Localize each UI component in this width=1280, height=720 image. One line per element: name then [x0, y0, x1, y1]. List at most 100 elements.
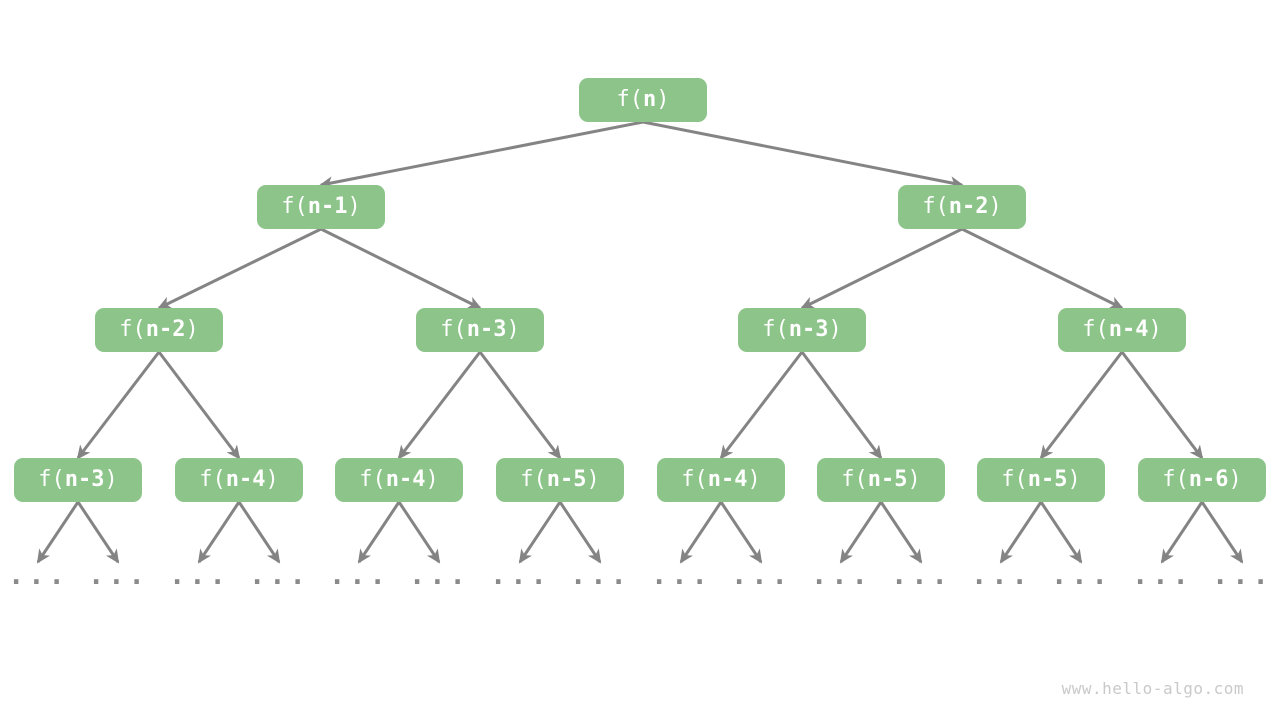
ellipsis: ...: [169, 560, 230, 591]
tree-node: f(n-5): [977, 458, 1105, 502]
tree-edge-arrow: [357, 501, 401, 564]
tree-node: f(n-2): [95, 308, 223, 352]
tree-node: f(n-5): [817, 458, 945, 502]
tree-node: f(n-3): [738, 308, 866, 352]
tree-node: f(n-6): [1138, 458, 1266, 502]
node-label-argument: n-3: [64, 467, 105, 492]
tree-edge-arrow: [1160, 501, 1204, 564]
node-label-suffix: ): [265, 467, 279, 492]
node-label-suffix: ): [1067, 467, 1081, 492]
node-label-argument: n-4: [385, 467, 426, 492]
node-label-prefix: f(: [762, 317, 789, 342]
tree-edge-arrow: [397, 501, 441, 564]
node-label-prefix: f(: [1082, 317, 1109, 342]
node-label-argument: n-4: [1108, 317, 1149, 342]
tree-edge-arrow: [800, 351, 883, 460]
node-label-prefix: f(: [199, 467, 226, 492]
node-label-prefix: f(: [681, 467, 708, 492]
node-label-argument: n-2: [948, 194, 989, 219]
ellipsis: ...: [1132, 560, 1193, 591]
node-label-suffix: ): [907, 467, 921, 492]
tree-edge-arrow: [157, 227, 322, 310]
tree-edge-arrow: [800, 227, 963, 310]
node-label-argument: n-5: [546, 467, 587, 492]
node-label-argument: n-1: [307, 194, 348, 219]
tree-edge-arrow: [719, 351, 804, 460]
node-label-prefix: f(: [440, 317, 467, 342]
tree-edge-arrow: [237, 501, 281, 564]
node-label-suffix: ): [347, 194, 361, 219]
tree-edge-arrow: [478, 351, 562, 460]
node-label-suffix: ): [185, 317, 199, 342]
tree-edge-arrow: [1120, 351, 1204, 460]
tree-edge-arrow: [961, 227, 1124, 310]
node-label-argument: n-4: [707, 467, 748, 492]
tree-node: f(n-5): [496, 458, 624, 502]
ellipsis: ...: [88, 560, 149, 591]
node-label-prefix: f(: [616, 87, 644, 112]
ellipsis: ...: [811, 560, 872, 591]
tree-node: f(n-4): [335, 458, 463, 502]
node-label-suffix: ): [988, 194, 1002, 219]
tree-edge-arrow: [1039, 501, 1083, 564]
node-label-argument: n: [643, 87, 657, 112]
ellipsis: ...: [1212, 560, 1273, 591]
node-label-argument: n-5: [867, 467, 908, 492]
ellipsis: ...: [731, 560, 792, 591]
tree-edge-arrow: [719, 501, 763, 564]
tree-node: f(n-3): [416, 308, 544, 352]
ellipsis: ...: [249, 560, 310, 591]
ellipsis: ...: [891, 560, 952, 591]
node-label-suffix: ): [828, 317, 842, 342]
ellipsis: ...: [570, 560, 631, 591]
node-label-argument: n-5: [1027, 467, 1068, 492]
watermark: www.hello-algo.com: [1061, 679, 1244, 698]
tree-edge-arrow: [76, 351, 161, 460]
tree-edge-arrow: [879, 501, 923, 564]
node-label-prefix: f(: [281, 194, 308, 219]
ellipsis: ...: [409, 560, 470, 591]
tree-edge-arrow: [1039, 351, 1124, 460]
node-label-prefix: f(: [1001, 467, 1028, 492]
node-label-prefix: f(: [520, 467, 547, 492]
tree-edge-arrow: [320, 227, 482, 310]
tree-edge-arrow: [839, 501, 883, 564]
tree-edge-arrow: [397, 351, 482, 460]
node-label-suffix: ): [656, 87, 670, 112]
node-label-suffix: ): [747, 467, 761, 492]
tree-node: f(n-1): [257, 185, 385, 229]
node-label-prefix: f(: [841, 467, 868, 492]
node-label-prefix: f(: [359, 467, 386, 492]
node-label-argument: n-3: [788, 317, 829, 342]
tree-node: f(n-4): [175, 458, 303, 502]
tree-edge-arrow: [679, 501, 723, 564]
node-label-argument: n-3: [466, 317, 507, 342]
tree-node: f(n-4): [1058, 308, 1186, 352]
node-label-suffix: ): [506, 317, 520, 342]
node-label-prefix: f(: [38, 467, 65, 492]
tree-edge-arrow: [1200, 501, 1244, 564]
tree-edge-arrow: [157, 351, 241, 460]
node-label-argument: n-4: [225, 467, 266, 492]
node-label-suffix: ): [586, 467, 600, 492]
node-label-prefix: f(: [922, 194, 949, 219]
tree-edge-arrow: [197, 501, 241, 564]
node-label-prefix: f(: [1162, 467, 1189, 492]
node-label-argument: n-2: [145, 317, 186, 342]
ellipsis: ...: [490, 560, 551, 591]
node-label-suffix: ): [1228, 467, 1242, 492]
tree-edge-arrow: [518, 501, 562, 564]
ellipsis: ...: [971, 560, 1032, 591]
node-label-suffix: ): [425, 467, 439, 492]
ellipsis: ...: [1051, 560, 1112, 591]
ellipsis: ...: [8, 560, 69, 591]
node-label-suffix: ): [1148, 317, 1162, 342]
ellipsis: ...: [329, 560, 390, 591]
tree-node: f(n): [579, 78, 707, 122]
ellipsis: ...: [651, 560, 712, 591]
tree-edge-arrow: [642, 120, 964, 190]
tree-node: f(n-4): [657, 458, 785, 502]
tree-node: f(n-3): [14, 458, 142, 502]
